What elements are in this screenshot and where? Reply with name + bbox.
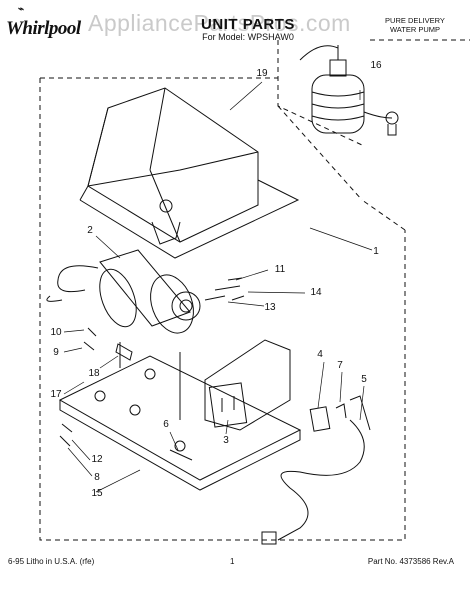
base-plate-drawing [58,342,302,491]
cover-housing-drawing [79,87,300,259]
callout-13: 13 [264,302,276,313]
hardware-drawing [59,277,245,461]
inset-label: PURE DELIVERY WATER PUMP [360,16,470,34]
callout-12: 12 [91,454,103,465]
inset-label-line1: PURE DELIVERY [385,16,445,25]
callout-15: 15 [91,488,103,499]
footer-page-number: 1 [230,557,235,566]
callout-3: 3 [223,435,229,446]
switch-and-cord-drawing [261,395,371,545]
callout-19: 19 [256,68,268,79]
page-title: UNIT PARTS [201,16,295,33]
diagram-boundary [39,77,406,541]
callout-6: 6 [163,419,169,430]
inset-pump-drawing [299,45,399,136]
logo-swirl-icon: ⌁ [18,4,25,15]
callout-2: 2 [87,225,93,236]
bracket-panel-drawing [204,339,291,431]
footer-part-number: Part No. 4373586 Rev.A [367,557,454,566]
brand-name: Whirlpool [6,18,81,39]
model-subtitle: For Model: WPSHAW0 [202,32,294,42]
callout-leader-lines [63,81,373,493]
callout-11: 11 [274,264,286,275]
footer-litho: 6-95 Litho in U.S.A. (rfe) [8,557,95,566]
callout-7: 7 [337,360,343,371]
inset-label-line2: WATER PUMP [390,25,440,34]
motor-drawing [46,249,241,334]
callout-5: 5 [361,374,367,385]
callout-9: 9 [53,347,59,358]
callout-10: 10 [50,327,62,338]
callout-4: 4 [317,349,323,360]
callout-14: 14 [310,287,322,298]
callout-16: 16 [370,60,382,71]
title-block: UNIT PARTS For Model: WPSHAW0 [188,16,308,42]
callout-17: 17 [50,389,62,400]
callout-18: 18 [88,368,100,379]
callout-8: 8 [94,472,100,483]
inset-boundary [277,39,470,146]
callout-1: 1 [373,246,379,257]
